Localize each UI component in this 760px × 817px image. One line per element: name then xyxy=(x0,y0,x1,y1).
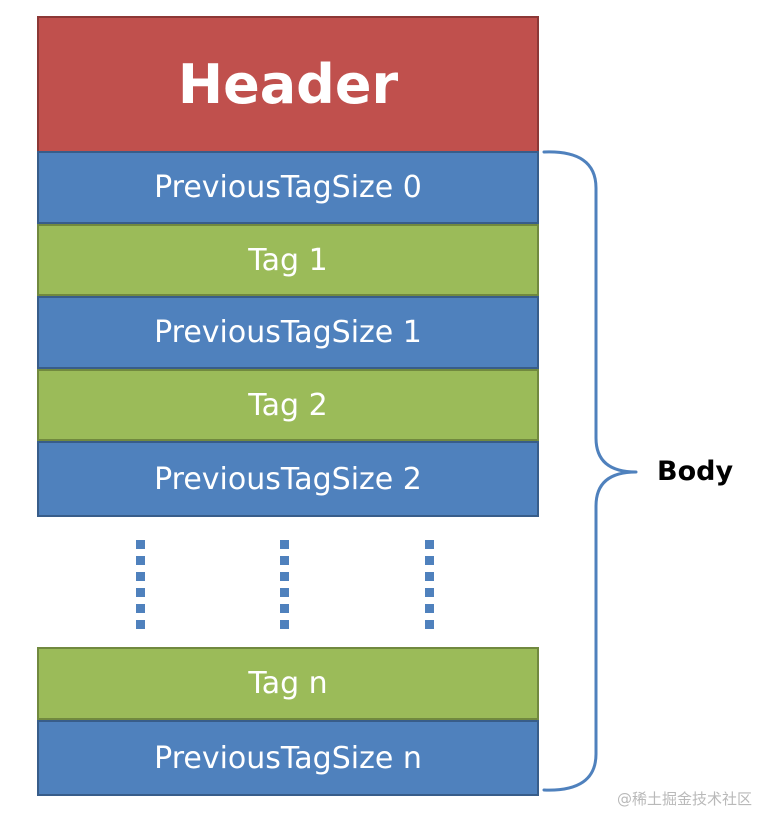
ellipsis-dot xyxy=(425,588,434,597)
ellipsis-dot xyxy=(280,572,289,581)
ellipsis-dot xyxy=(425,604,434,613)
header-label: Header xyxy=(177,53,399,116)
ellipsis-dot xyxy=(280,556,289,565)
ellipsis-dot xyxy=(136,540,145,549)
ellipsis-dot xyxy=(136,556,145,565)
tag-2-label: Tag 2 xyxy=(248,387,328,423)
ellipsis-dot xyxy=(280,588,289,597)
ellipsis-dot xyxy=(280,620,289,629)
ellipsis-dot xyxy=(136,572,145,581)
ellipsis-dot xyxy=(425,556,434,565)
prev-tag-size-n-label: PreviousTagSize n xyxy=(154,740,422,776)
prev-tag-size-1-label: PreviousTagSize 1 xyxy=(154,315,422,350)
ellipsis-dot xyxy=(425,540,434,549)
brace-path xyxy=(542,150,638,792)
body-label: Body xyxy=(657,456,734,487)
prev-tag-size-1-block: PreviousTagSize 1 xyxy=(37,296,539,369)
ellipsis-dot xyxy=(136,588,145,597)
tag-1-label: Tag 1 xyxy=(248,242,328,278)
watermark: @稀土掘金技术社区 xyxy=(616,790,752,808)
body-brace xyxy=(542,150,638,792)
prev-tag-size-0-label: PreviousTagSize 0 xyxy=(154,170,422,205)
prev-tag-size-2-block: PreviousTagSize 2 xyxy=(37,441,539,517)
prev-tag-size-0-block: PreviousTagSize 0 xyxy=(37,151,539,224)
header-block: Header xyxy=(37,16,539,153)
tag-n-block: Tag n xyxy=(37,647,539,720)
tag-n-label: Tag n xyxy=(248,666,328,701)
prev-tag-size-n-block: PreviousTagSize n xyxy=(37,720,539,796)
ellipsis-dot xyxy=(280,604,289,613)
ellipsis-dot xyxy=(136,604,145,613)
prev-tag-size-2-label: PreviousTagSize 2 xyxy=(154,461,422,497)
ellipsis-dot xyxy=(136,620,145,629)
ellipsis-dot xyxy=(425,620,434,629)
tag-1-block: Tag 1 xyxy=(37,224,539,296)
tag-2-block: Tag 2 xyxy=(37,369,539,441)
ellipsis-dot xyxy=(280,540,289,549)
ellipsis-dot xyxy=(425,572,434,581)
